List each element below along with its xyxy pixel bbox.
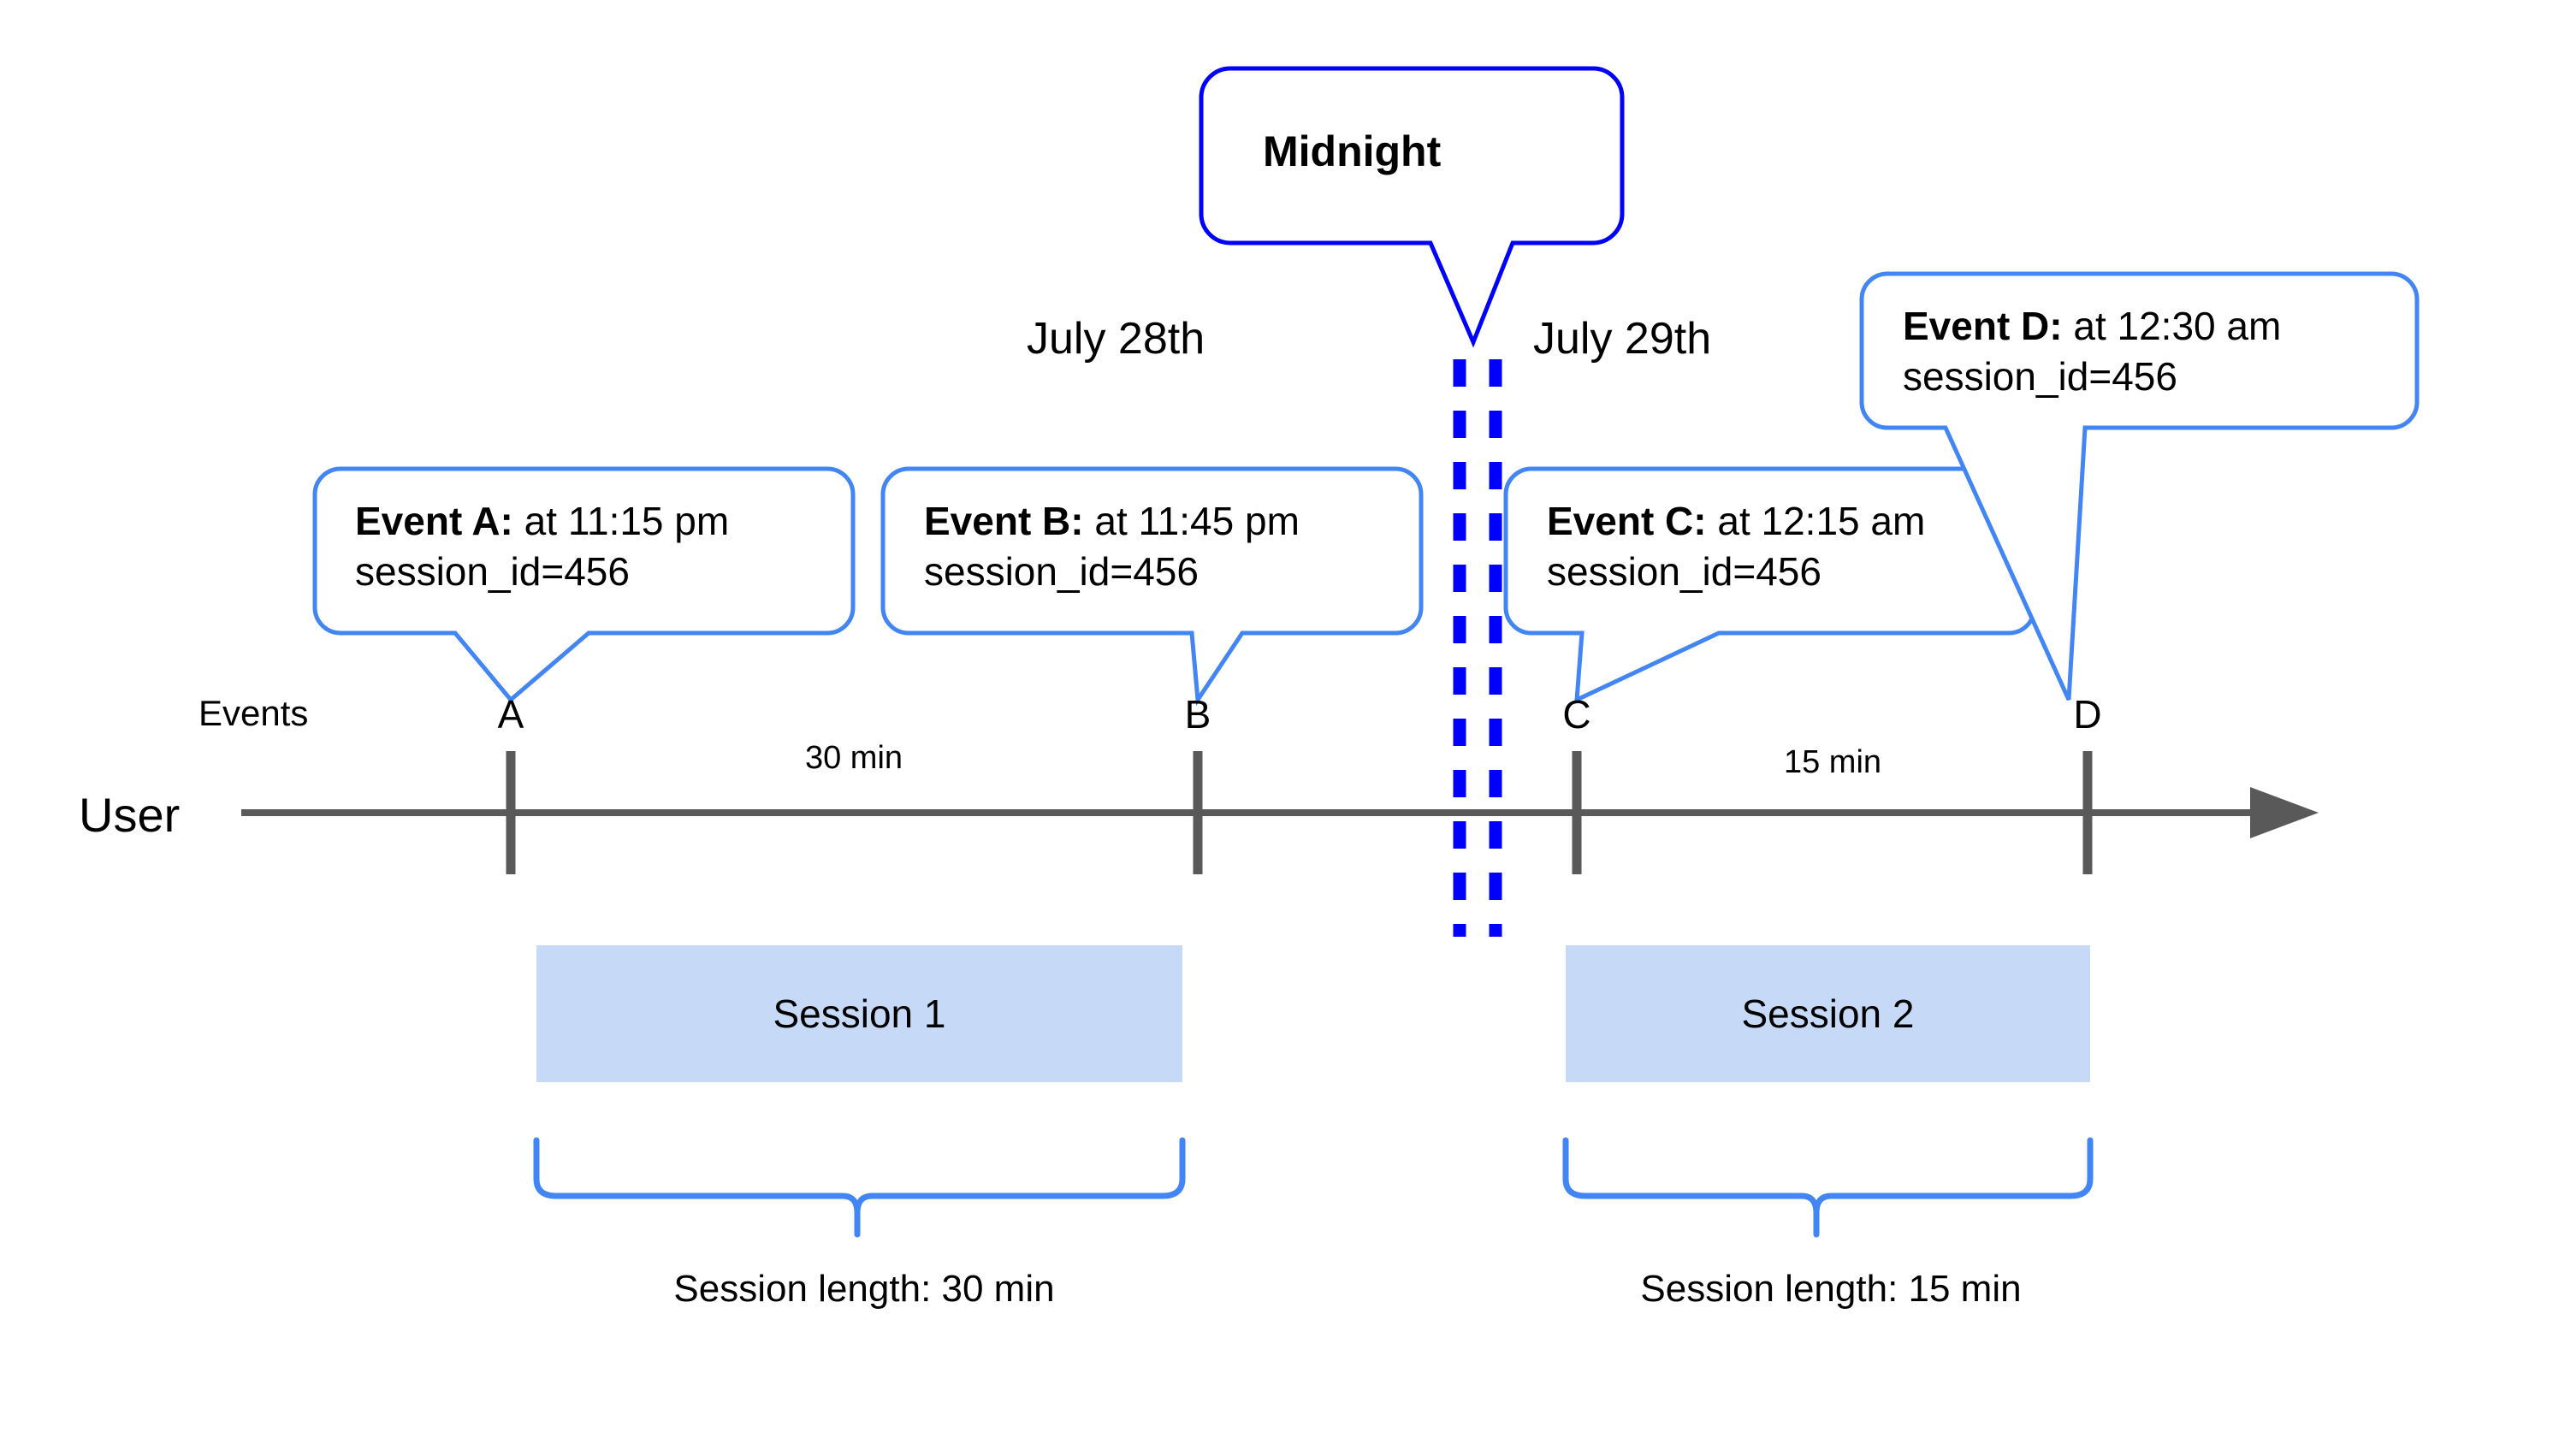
date-label-july-29: July 29th <box>1533 314 1712 364</box>
session-2-brace <box>1562 1137 2094 1238</box>
axis-row-label-user: User <box>79 788 181 842</box>
event-a-time: at 11:15 pm <box>512 499 730 543</box>
timeline-axis <box>241 751 2319 874</box>
event-c-session-id: session_id=456 <box>1547 548 1821 594</box>
midnight-divider-lines <box>1453 359 1502 937</box>
event-b-callout-text: Event B: at 11:45 pm session_id=456 <box>924 496 1300 597</box>
event-b-callout-shape <box>880 466 1424 707</box>
axis-arrowhead <box>2250 787 2319 838</box>
event-a-session-id: session_id=456 <box>355 548 630 594</box>
gap-label-15-min: 15 min <box>1783 744 1882 780</box>
session-1-brace <box>533 1137 1186 1238</box>
event-d-bold-label: Event D: <box>1903 304 2063 348</box>
gap-label-30-min: 30 min <box>804 740 903 776</box>
session-1-length-label: Session length: 30 min <box>673 1268 1055 1310</box>
midnight-callout-shape <box>1199 66 1625 348</box>
event-b-session-id: session_id=456 <box>924 548 1199 594</box>
midnight-label: Midnight <box>1263 127 1442 175</box>
tick-label-c: C <box>1562 692 1591 737</box>
event-a-callout-shape <box>312 466 856 703</box>
event-d-callout-shape <box>1859 271 2420 701</box>
session-bar-2-label: Session 2 <box>1741 991 1915 1036</box>
event-d-session-id: session_id=456 <box>1903 353 2177 399</box>
session-2-length-label: Session length: 15 min <box>1640 1268 2022 1310</box>
session-bar-2: Session 2 <box>1566 945 2090 1082</box>
event-c-time: at 12:15 am <box>1706 499 1926 543</box>
date-label-july-28: July 28th <box>1027 314 1205 364</box>
event-c-callout-text: Event C: at 12:15 am session_id=456 <box>1547 496 1925 597</box>
event-d-callout-text: Event D: at 12:30 am session_id=456 <box>1903 301 2281 402</box>
event-c-bold-label: Event C: <box>1547 499 1707 543</box>
axis-row-label-events: Events <box>198 693 309 733</box>
tick-label-b: B <box>1184 692 1211 737</box>
event-b-time: at 11:45 pm <box>1083 499 1300 543</box>
event-a-bold-label: Event A: <box>355 499 513 543</box>
event-a-callout-text: Event A: at 11:15 pm session_id=456 <box>355 496 729 597</box>
event-d-time: at 12:30 am <box>2062 304 2282 348</box>
session-bar-1-label: Session 1 <box>773 991 946 1036</box>
tick-label-d: D <box>2073 692 2102 737</box>
session-bar-1: Session 1 <box>536 945 1182 1082</box>
tick-label-a: A <box>497 692 524 737</box>
event-b-bold-label: Event B: <box>924 499 1084 543</box>
